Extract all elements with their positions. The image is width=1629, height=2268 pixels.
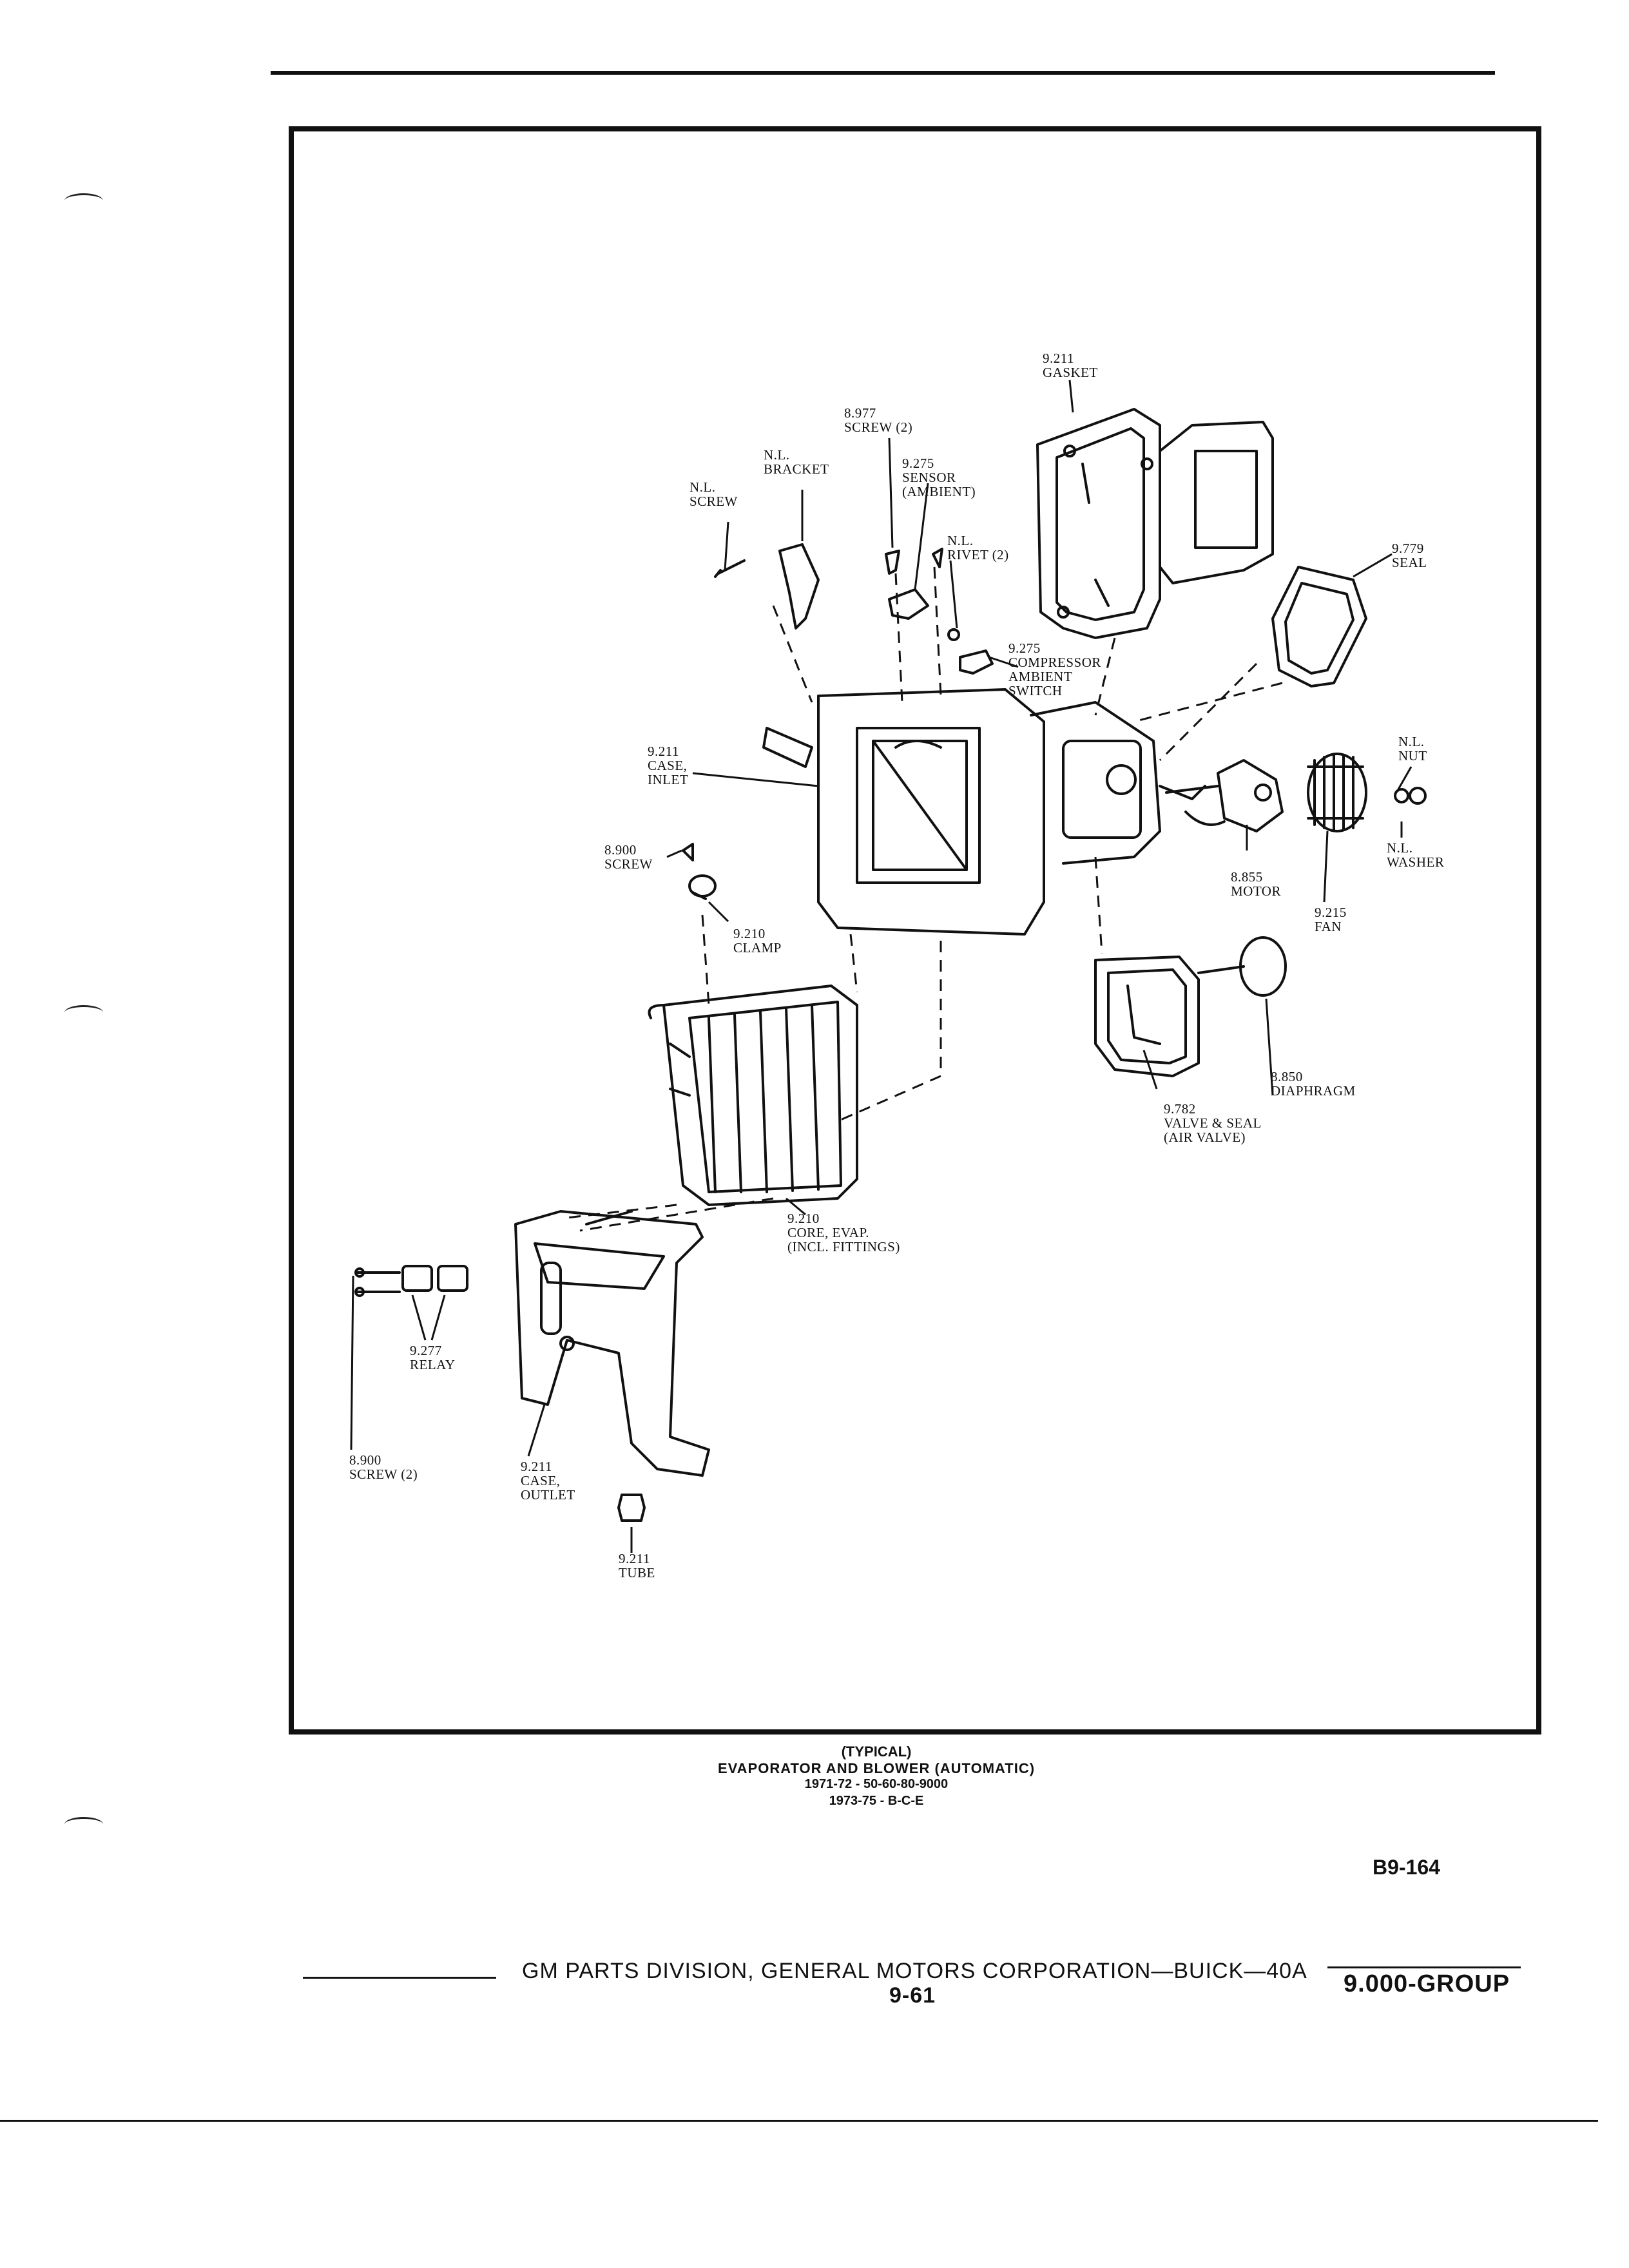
part-label-washer: N.L. WASHER (1387, 840, 1445, 870)
footer-rule-left (303, 1977, 496, 1979)
punch-mark-middle (64, 1005, 103, 1020)
fasteners (682, 543, 994, 861)
caption-line-2: EVAPORATOR AND BLOWER (AUTOMATIC) (717, 1760, 1036, 1776)
figure-id: B9-164 (1373, 1856, 1440, 1879)
part-label-clamp-9210: 9.210 CLAMP (733, 926, 782, 956)
part-label-tube-9211: 9.211 TUBE (619, 1551, 655, 1581)
punch-mark-top (64, 193, 103, 208)
caption-line-1: (TYPICAL) (841, 1744, 912, 1760)
clamp-part (688, 874, 717, 900)
diagram-frame (289, 126, 1541, 1735)
footer-rule-right (1327, 1966, 1521, 1968)
part-label-comp-switch-9275: 9.275 COMPRESSOR AMBIENT SWITCH (1008, 640, 1101, 698)
part-label-sensor-9275: 9.275 SENSOR (AMBIENT) (902, 456, 976, 499)
inlet-case-part (762, 688, 1206, 936)
footer-publisher: GM PARTS DIVISION, GENERAL MOTORS CORPOR… (522, 1959, 1307, 1983)
part-label-relay-9277: 9.277 RELAY (410, 1343, 456, 1372)
punch-mark-bottom (64, 1817, 103, 1832)
part-label-n-l-bracket: N.L. BRACKET (764, 447, 829, 477)
part-label-case-outlet-9211: 9.211 CASE, OUTLET (521, 1459, 575, 1503)
part-label-screw-8977: 8.977 SCREW (2) (844, 405, 913, 435)
part-label-core-9210: 9.210 CORE, EVAP. (INCL. FITTINGS) (787, 1211, 900, 1254)
caption-line-4: 1973-75 - B-C-E (829, 1794, 924, 1808)
part-label-n-l-screw: N.L. SCREW (689, 479, 738, 509)
outlet-case-part (514, 1210, 710, 1477)
caption-line-3: 1971-72 - 50-60-80-9000 (804, 1777, 949, 1791)
part-label-gasket-9211: 9.211 GASKET (1043, 351, 1098, 380)
seal-part (1271, 566, 1367, 687)
diaphragm-part (1197, 936, 1287, 997)
part-label-motor-8855: 8.855 MOTOR (1231, 869, 1281, 899)
part-label-screw-8900: 8.900 SCREW (604, 842, 653, 872)
blower-fan-part (1307, 753, 1427, 832)
part-label-case-inlet-9211: 9.211 CASE, INLET (648, 744, 689, 787)
tube-part (617, 1494, 646, 1522)
part-label-screw2-8900: 8.900 SCREW (2) (349, 1452, 418, 1482)
footer-group: 9.000-GROUP (1344, 1970, 1510, 1997)
evaporator-core-part (648, 985, 858, 1206)
top-rule (271, 71, 1495, 75)
footer-page-number: 9-61 (889, 1983, 936, 2008)
relay-part (354, 1265, 468, 1297)
part-label-nut: N.L. NUT (1398, 734, 1427, 764)
gasket-part (1036, 408, 1274, 639)
blower-motor-part (1165, 759, 1284, 832)
part-label-seal-9779: 9.779 SEAL (1392, 541, 1427, 570)
part-label-rivet: N.L. RIVET (2) (947, 533, 1009, 562)
part-label-fan-9215: 9.215 FAN (1315, 905, 1347, 934)
part-label-diaphragm-8850: 8.850 DIAPHRAGM (1271, 1069, 1356, 1099)
bottom-rule (0, 2120, 1598, 2122)
part-label-valve-9782: 9.782 VALVE & SEAL (AIR VALVE) (1164, 1101, 1262, 1145)
air-valve-part (1094, 956, 1200, 1077)
